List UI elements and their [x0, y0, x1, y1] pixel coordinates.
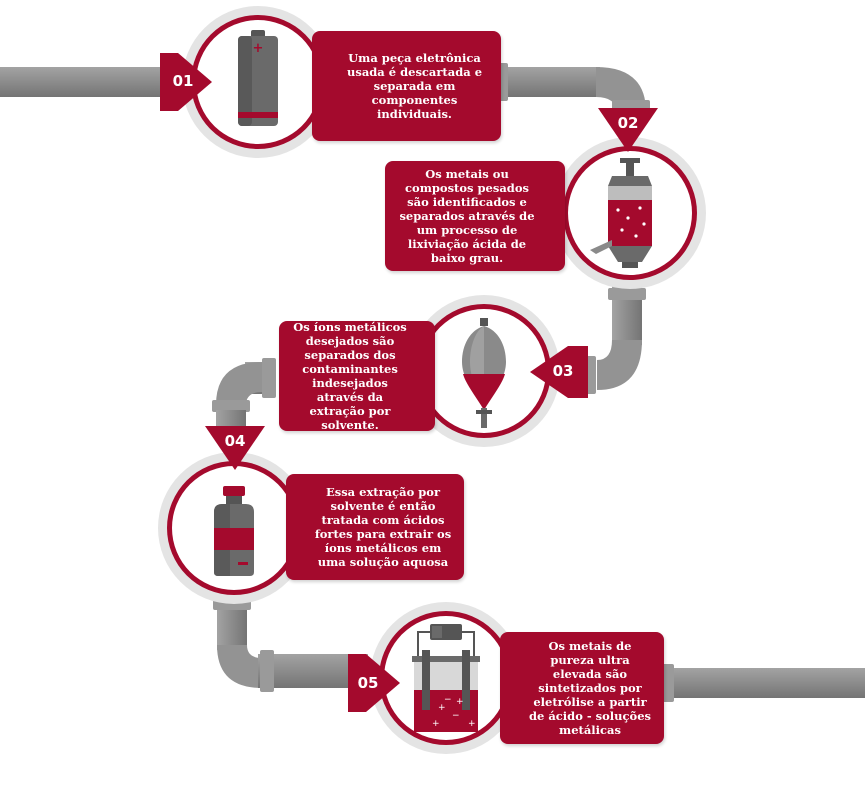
pipe-segment [0, 67, 170, 97]
electrolysis-cell-icon: + − + + − + [412, 624, 480, 732]
pipe-elbow [597, 340, 642, 390]
pipe-coupling [212, 400, 250, 412]
pipe-coupling [260, 650, 274, 692]
step-3-marker [530, 346, 588, 398]
step-4-description: Essa extração por solvente é então trata… [286, 474, 464, 580]
svg-text:+: + [456, 697, 464, 707]
reactor-vessel-icon [590, 158, 652, 268]
step-4-marker [205, 426, 265, 470]
step-5-number: 05 [357, 674, 379, 692]
step-3-description: Os íons metálicos desejados são separado… [279, 320, 435, 432]
step-3-number: 03 [552, 362, 574, 380]
step-1-marker [160, 53, 212, 111]
svg-text:+: + [438, 703, 446, 713]
pipe-segment [640, 668, 865, 698]
pipe-coupling [608, 288, 646, 300]
svg-text:+: + [253, 41, 264, 56]
step-2-description: Os metais ou compostos pesados são ident… [385, 161, 565, 271]
battery-icon: + [238, 30, 278, 126]
pipe-coupling [262, 358, 276, 398]
step-1-number: 01 [172, 72, 194, 90]
pipe-elbow [217, 645, 262, 688]
pipe-elbow [216, 362, 262, 405]
step-2-number: 02 [617, 114, 639, 132]
svg-text:+: + [468, 719, 476, 729]
svg-text:+: + [432, 719, 440, 729]
step-2-marker [598, 108, 658, 152]
svg-text:−: − [444, 695, 452, 705]
chemical-bottle-icon [214, 486, 254, 576]
step-5-description: Os metais de pureza ultra elevada são si… [500, 632, 664, 744]
svg-text:−: − [452, 711, 460, 721]
step-1-description: Uma peça eletrônica usada é descartada e… [312, 31, 501, 141]
separatory-funnel-icon [462, 318, 506, 428]
pipe-segment [216, 410, 246, 430]
step-5-marker [348, 654, 400, 712]
step-4-number: 04 [224, 432, 246, 450]
